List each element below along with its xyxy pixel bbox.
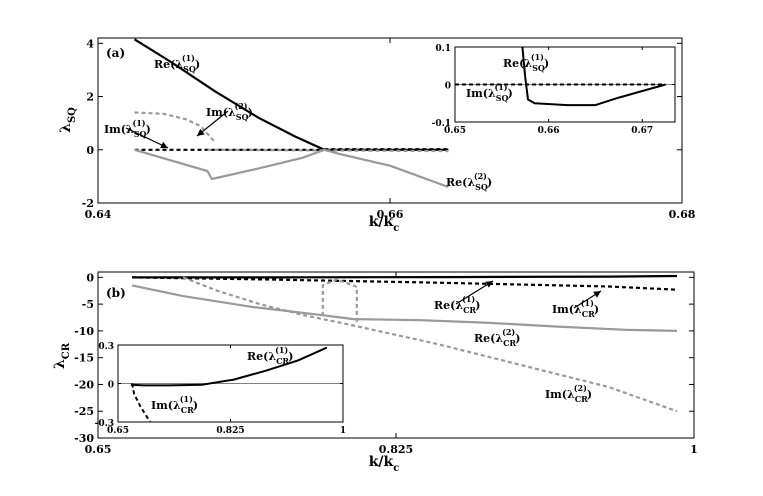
panel-b-ylabel: λCR (52, 342, 72, 369)
panel-a-inset-xtick-label-0: 0.65 (444, 126, 466, 136)
panel-b-ytick-label-2: -20 (74, 378, 94, 391)
panel-a-inset-xtick-label-2: 0.67 (631, 126, 653, 136)
panel-b-series-re1 (132, 274, 678, 279)
panel-a-inset-annotation-1: Im(λSQ(1)) (466, 82, 513, 103)
panel-b-panel-label: (b) (106, 286, 126, 300)
panel-b-series-im2_branch (321, 278, 358, 325)
panel-b-series-re2 (131, 284, 678, 332)
panel-b-ytick-label-4: -10 (74, 325, 94, 338)
panel-b-xtick-label-0: 0.65 (85, 443, 112, 456)
panel-b-annotation-0: Re(λCR(1)) (434, 294, 480, 315)
panel-a-ytick-label-1: 0 (86, 144, 94, 157)
panel-b-inset-series-im1 (131, 383, 151, 423)
panel-a-inset-series-re1 (521, 46, 666, 107)
panel-a-inset-ytick-label-2: 0.1 (435, 44, 451, 54)
panel-b-annotation-0-arrow-line (455, 280, 494, 305)
panel-b-annotation-2: Re(λCR(2)) (474, 327, 520, 348)
panel-a-inset-ytick-label-1: 0 (445, 82, 451, 92)
panel-b-ytick-label-3: -15 (74, 352, 94, 365)
panel-a-annotation-2-arrow-line (125, 127, 169, 149)
panel-a-annotation-3: Re(λSQ(2)) (446, 171, 492, 192)
panel-b-inset-xtick-label-2: 1 (340, 426, 346, 436)
panel-a-annotation-2-arrow-head (160, 141, 168, 149)
panel-b-inset: 0.65 0.825 1 -0.3 0 0.3 Re(λCR(1)) Im(λCR(1)) (95, 342, 347, 436)
panel-b-inset-ytick-label-0: -0.3 (95, 419, 114, 429)
panel-a-ytick-label-2: 2 (86, 91, 94, 104)
panel-a-ytick-label-0: -2 (82, 197, 94, 210)
panel-a-series-re1 (133, 38, 325, 151)
panel-a-annotation-1-arrow-head (197, 128, 205, 136)
panel-b-series-im1 (132, 276, 678, 291)
panel-b-inset-xtick-label-1: 0.825 (216, 426, 244, 436)
panel-a-ytick-label-3: 4 (86, 37, 94, 50)
panel-b-ytick-label-1: -25 (74, 405, 94, 418)
panel-b-inset-ytick-label-2: 0.3 (98, 342, 114, 352)
panel-a-inset-ytick-label-0: -0.1 (432, 119, 451, 129)
panel-b-ytick-label-0: -30 (74, 432, 94, 445)
panel-a-panel-label: (a) (106, 46, 125, 60)
panel-a-inset-xtick-label-1: 0.66 (538, 126, 560, 136)
panel-a-series-im2 (134, 111, 216, 143)
panel-b-annotation-0-arrow-head (485, 281, 493, 288)
panel-b-annotation-3: Im(λCR(2)) (545, 383, 592, 404)
panel-b: 0.65 0.825 1 -30 -25 -20 -15 -10 -5 0 (b) k/kc λCR Re… (52, 271, 698, 474)
panel-a-annotation-0: Re(λSQ(1)) (154, 53, 200, 74)
panel-a-inset-annotation-0: Re(λSQ(1)) (503, 52, 549, 73)
panel-a: 0.64 0.66 0.68 -2 0 2 4 (a) k/kc λSQ Re(λSQ(1)) Im(… (58, 37, 696, 234)
panel-b-annotation-1: Im(λCR(1)) (552, 298, 599, 319)
panel-b-inset-xtick-label-0: 0.65 (107, 426, 129, 436)
panel-a-annotation-1: Im(λSQ(2)) (206, 101, 253, 122)
panel-b-xtick-label-2: 1 (690, 443, 698, 456)
panel-b-ytick-label-5: -5 (82, 298, 94, 311)
panel-a-ylabel: λSQ (58, 107, 78, 133)
panel-a-series-re2 (134, 148, 449, 189)
panel-b-inset-annotation-1: Im(λCR(1)) (151, 394, 198, 415)
panel-a-inset: 0.65 0.66 0.67 -0.1 0 0.1Re(λSQ(1)) Im(λSQ(1)) (432, 44, 676, 136)
panel-b-inset-annotation-0: Re(λCR(1)) (247, 345, 293, 366)
panel-b-annotation-1-arrow-head (593, 291, 601, 298)
panel-a-xtick-label-1: 0.66 (377, 208, 404, 221)
panel-b-xlabel: k/kc (369, 454, 400, 474)
panel-b-inset-ytick-label-1: 0 (108, 381, 114, 391)
panel-b-xtick-label-1: 0.825 (379, 443, 413, 456)
panel-a-xtick-label-0: 0.64 (85, 208, 112, 221)
panel-a-annotation-2: Im(λSQ(1)) (104, 118, 151, 139)
panel-b-inset-series-re1 (130, 346, 328, 387)
panel-b-series-im2 (182, 276, 678, 413)
panel-a-xtick-label-2: 0.68 (669, 208, 696, 221)
panel-a-xlabel: k/kc (369, 214, 400, 234)
panel-b-ytick-label-6: 0 (86, 271, 94, 284)
